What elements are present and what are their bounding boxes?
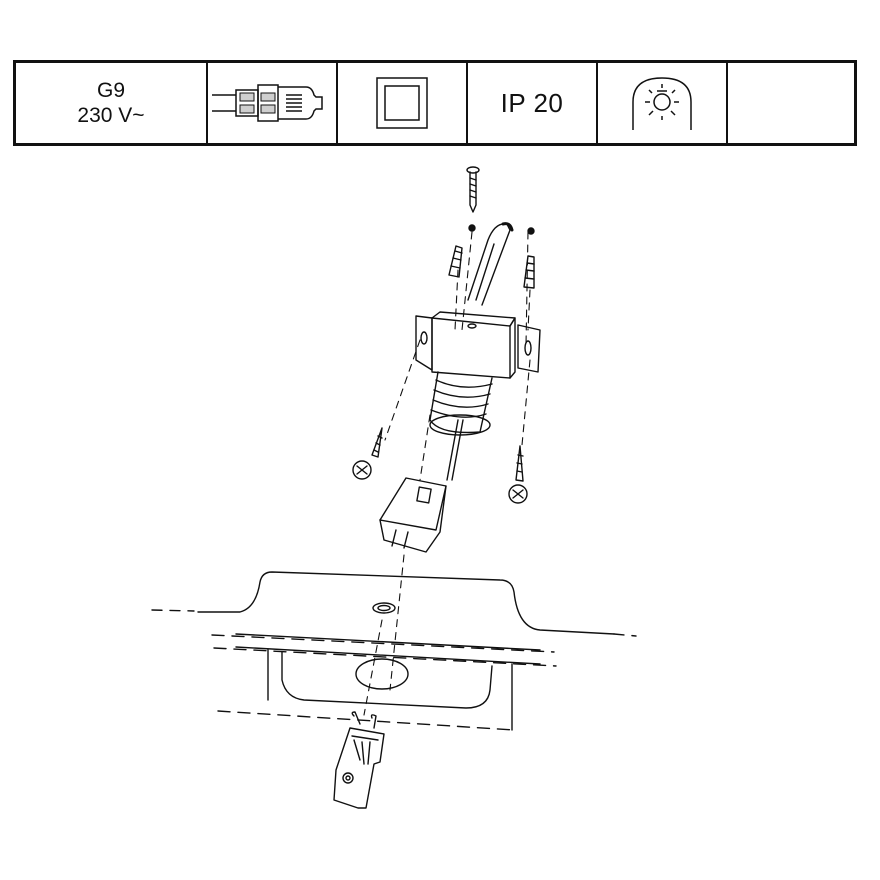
- g9-bulb: [333, 711, 385, 809]
- ip-rating: IP 20: [500, 87, 564, 118]
- drill-hole-left: [468, 224, 476, 232]
- side-screw-left: [352, 427, 383, 480]
- top-screw: [466, 166, 480, 213]
- wall-plug-right: [523, 255, 535, 289]
- canopy: [151, 571, 637, 731]
- lamp-holder: [379, 477, 447, 553]
- lamp-glow-icon: [632, 77, 692, 130]
- supply-cable: [467, 222, 514, 306]
- assembly-diagram: [151, 166, 637, 809]
- threaded-socket: [429, 371, 493, 481]
- spec-cell-socket: G9 230 V~: [16, 63, 208, 143]
- voltage: 230 V~: [77, 104, 145, 127]
- spec-cell-class: [338, 63, 468, 143]
- side-screw-right: [508, 445, 528, 504]
- spec-cell-empty: [728, 63, 854, 143]
- spec-cell-ip: IP 20: [468, 63, 598, 143]
- socket-label: G9 230 V~: [77, 78, 144, 128]
- g9-bulb-icon: [212, 84, 323, 122]
- junction-box: [415, 311, 541, 379]
- spec-table: G9 230 V~: [13, 60, 857, 146]
- spec-cell-bulb: [208, 63, 338, 143]
- guide-lines: [363, 231, 531, 716]
- socket-type: G9: [96, 79, 125, 102]
- drill-hole-right: [527, 227, 535, 235]
- spec-cell-lamp: [598, 63, 728, 143]
- wall-plug-left: [448, 245, 463, 278]
- protection-class-ii-icon: [376, 77, 428, 129]
